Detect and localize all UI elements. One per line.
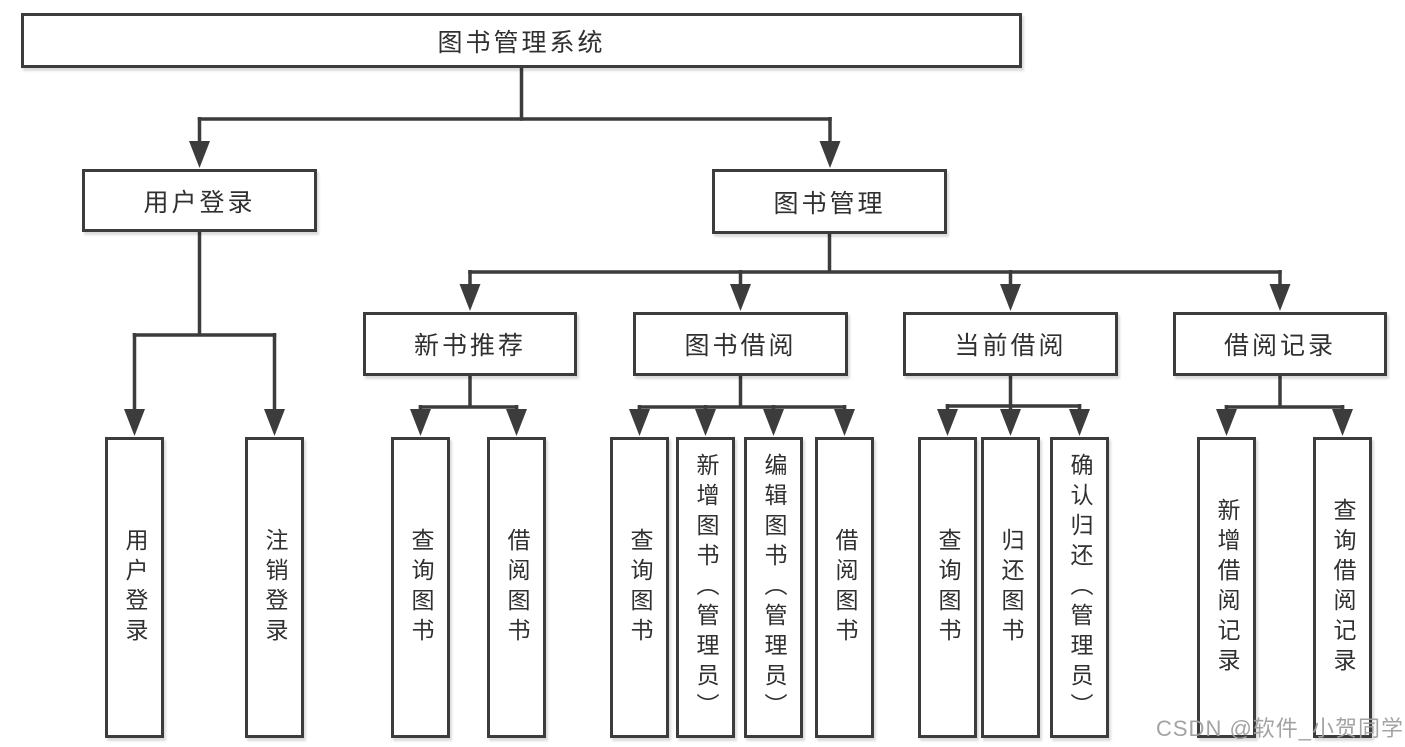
node-book-management: 图书管理 xyxy=(712,169,947,234)
csdn-watermark: CSDN @软件_小贺同学 xyxy=(1156,716,1405,741)
connector-book-borrow-to-leaves xyxy=(629,374,855,436)
leaf-confirm-return-admin: 确认归还（管理员） xyxy=(1050,437,1109,738)
leaf-logout: 注销登录 xyxy=(245,437,304,738)
leaf-add-books-admin-label: 新增图书（管理员） xyxy=(693,452,719,723)
leaf-borrow-books-label: 借阅图书 xyxy=(832,527,858,648)
leaf-recommend-borrow-books-label: 借阅图书 xyxy=(504,527,530,648)
node-new-book-recommend: 新书推荐 xyxy=(363,312,577,376)
leaf-query-borrow-record-label: 查询借阅记录 xyxy=(1330,497,1356,678)
connector-root-to-level2 xyxy=(189,66,841,168)
node-book-borrow: 图书借阅 xyxy=(633,312,848,376)
leaf-current-query-books: 查询图书 xyxy=(918,437,977,738)
leaf-edit-books-admin-label: 编辑图书（管理员） xyxy=(761,452,787,723)
leaf-recommend-query-books: 查询图书 xyxy=(391,437,450,738)
leaf-return-books: 归还图书 xyxy=(981,437,1040,738)
node-root-library-management-system: 图书管理系统 xyxy=(21,13,1022,68)
leaf-add-borrow-record: 新增借阅记录 xyxy=(1197,437,1256,738)
node-user-login: 用户登录 xyxy=(82,169,317,232)
connector-current-borrow-to-leaves xyxy=(937,374,1090,436)
connector-book-management-to-level3 xyxy=(459,232,1291,311)
leaf-add-borrow-record-label: 新增借阅记录 xyxy=(1214,497,1240,678)
leaf-recommend-borrow-books: 借阅图书 xyxy=(487,437,546,738)
leaf-user-login-label: 用户登录 xyxy=(122,527,148,648)
leaf-current-query-books-label: 查询图书 xyxy=(935,527,961,648)
leaf-return-books-label: 归还图书 xyxy=(998,527,1024,648)
node-current-borrow: 当前借阅 xyxy=(903,312,1118,376)
node-borrow-records: 借阅记录 xyxy=(1173,312,1387,376)
leaf-recommend-query-books-label: 查询图书 xyxy=(408,527,434,648)
leaf-edit-books-admin: 编辑图书（管理员） xyxy=(744,437,803,738)
leaf-logout-label: 注销登录 xyxy=(262,527,288,648)
leaf-add-books-admin: 新增图书（管理员） xyxy=(676,437,735,738)
leaf-user-login: 用户登录 xyxy=(105,437,164,738)
leaf-query-borrow-record: 查询借阅记录 xyxy=(1313,437,1372,738)
connector-borrow-records-to-leaves xyxy=(1216,374,1353,436)
leaf-borrow-books: 借阅图书 xyxy=(815,437,874,738)
leaf-confirm-return-admin-label: 确认归还（管理员） xyxy=(1067,452,1093,723)
connector-new-book-recommend-to-leaves xyxy=(410,374,527,436)
connector-user-login-to-leaves xyxy=(124,230,285,436)
leaf-borrow-query-books-label: 查询图书 xyxy=(627,527,653,648)
leaf-borrow-query-books: 查询图书 xyxy=(610,437,669,738)
